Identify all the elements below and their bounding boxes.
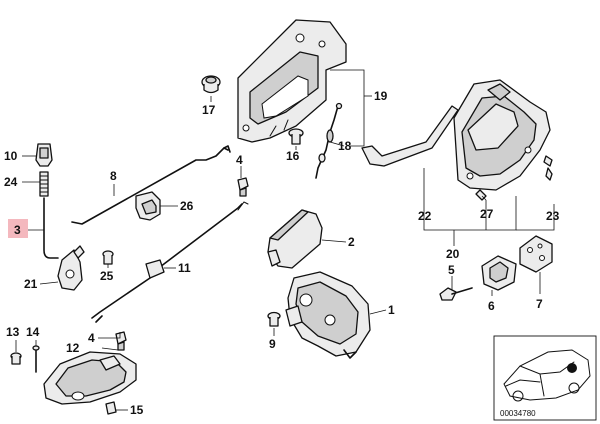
callout-24[interactable]: 24 <box>4 175 18 189</box>
pin-14 <box>32 345 40 373</box>
door-handle-carrier <box>237 19 347 143</box>
callout-5[interactable]: 5 <box>448 263 455 277</box>
leader-lines <box>15 69 555 411</box>
bell-crank-21 <box>57 245 85 291</box>
actuator-2 <box>267 209 323 269</box>
callout-9[interactable]: 9 <box>269 337 276 351</box>
fitting-4-top <box>237 177 249 197</box>
callout-23[interactable]: 23 <box>546 209 560 223</box>
callout-1[interactable]: 1 <box>388 303 395 317</box>
callout-15[interactable]: 15 <box>130 403 144 417</box>
rod-3 <box>43 197 59 259</box>
inner-handle-housing <box>43 351 137 405</box>
screw-9 <box>267 311 281 327</box>
screw-13 <box>10 352 22 365</box>
callout-4-top[interactable]: 4 <box>236 153 243 167</box>
callout-labels: 1 2 3 4 4 5 6 7 8 9 10 11 12 13 14 15 16… <box>4 89 560 417</box>
clip-10 <box>35 143 53 167</box>
callout-25[interactable]: 25 <box>100 269 114 283</box>
outer-door-handle <box>453 79 551 191</box>
callout-3[interactable]: 3 <box>14 223 21 237</box>
callout-22[interactable]: 22 <box>418 209 432 223</box>
callout-27[interactable]: 27 <box>480 207 494 221</box>
callout-18[interactable]: 18 <box>338 139 352 153</box>
callout-20[interactable]: 20 <box>446 247 460 261</box>
vehicle-locator-inset: 00034780 <box>493 335 597 421</box>
screw-25 <box>102 250 114 265</box>
screw-16 <box>288 128 304 145</box>
callout-17[interactable]: 17 <box>202 103 216 117</box>
callout-10[interactable]: 10 <box>4 149 18 163</box>
grommet-17 <box>201 75 221 94</box>
clip-15 <box>105 401 117 415</box>
striker-6 <box>481 255 517 291</box>
screw-23 <box>543 155 553 181</box>
location-marker <box>567 363 577 373</box>
callout-11[interactable]: 11 <box>178 261 191 275</box>
callout-4-bottom[interactable]: 4 <box>88 331 95 345</box>
callout-14[interactable]: 14 <box>26 325 40 339</box>
reference-number: 00034780 <box>500 409 536 418</box>
callout-6[interactable]: 6 <box>488 299 495 313</box>
callout-16[interactable]: 16 <box>286 149 300 163</box>
handle-lever <box>361 105 459 167</box>
rod-8 <box>71 145 231 225</box>
cable-11 <box>91 201 249 323</box>
fitting-4-bottom <box>115 331 127 351</box>
callout-19[interactable]: 19 <box>374 89 388 103</box>
callout-7[interactable]: 7 <box>536 297 543 311</box>
callout-8[interactable]: 8 <box>110 169 117 183</box>
callout-13[interactable]: 13 <box>6 325 20 339</box>
callout-2[interactable]: 2 <box>348 235 355 249</box>
clip-26 <box>135 191 161 221</box>
callout-3-highlight <box>8 219 28 238</box>
door-lock-1 <box>285 271 371 359</box>
spring-24 <box>39 171 49 197</box>
callout-26[interactable]: 26 <box>180 199 194 213</box>
callout-12[interactable]: 12 <box>66 341 80 355</box>
callout-21[interactable]: 21 <box>24 277 38 291</box>
plate-7 <box>519 235 553 273</box>
screw-5 <box>439 287 473 301</box>
